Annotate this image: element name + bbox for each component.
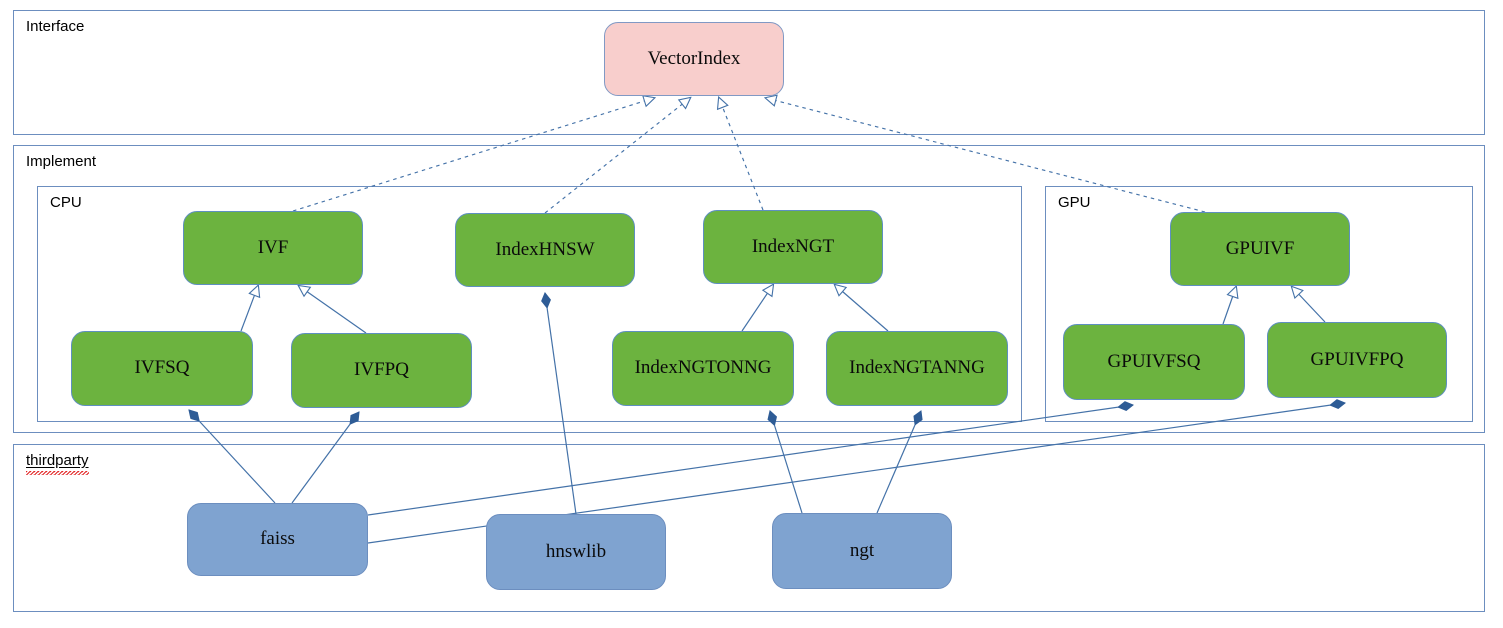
class-hnswlib-label: hnswlib — [545, 540, 607, 562]
class-indexngtonng-label: IndexNGTONNG — [634, 357, 772, 379]
class-vectorindex-label: VectorIndex — [647, 47, 741, 69]
class-gpuivf-label: GPUIVF — [1225, 237, 1295, 259]
class-gpuivf[interactable]: GPUIVF — [1170, 212, 1350, 286]
class-indexngtonng[interactable]: IndexNGTONNG — [612, 331, 794, 406]
package-gpu-label: GPU — [1058, 194, 1091, 211]
class-indexngt-label: IndexNGT — [751, 235, 835, 257]
class-hnswlib[interactable]: hnswlib — [486, 514, 666, 590]
class-indexhnsw[interactable]: IndexHNSW — [455, 213, 635, 287]
package-thirdparty-label: thirdparty — [26, 452, 89, 469]
class-gpuivfsq[interactable]: GPUIVFSQ — [1063, 324, 1245, 400]
class-gpuivfsq-label: GPUIVFSQ — [1107, 350, 1201, 372]
class-indexhnsw-label: IndexHNSW — [495, 238, 595, 260]
package-implement-label: Implement — [26, 153, 97, 170]
package-cpu-label: CPU — [50, 194, 82, 211]
class-ngt[interactable]: ngt — [772, 513, 952, 589]
spellcheck-squiggle — [26, 471, 89, 475]
class-gpuivfpq-label: GPUIVFPQ — [1310, 348, 1404, 370]
class-vectorindex[interactable]: VectorIndex — [604, 22, 784, 96]
class-indexngt[interactable]: IndexNGT — [703, 210, 883, 284]
class-ivfpq-label: IVFPQ — [354, 359, 409, 381]
class-ngt-label: ngt — [849, 539, 875, 561]
class-ivfsq-label: IVFSQ — [134, 357, 190, 379]
class-ivf[interactable]: IVF — [183, 211, 363, 285]
class-indexngtanng[interactable]: IndexNGTANNG — [826, 331, 1008, 406]
package-interface-label: Interface — [26, 18, 85, 35]
class-ivfpq[interactable]: IVFPQ — [291, 333, 472, 408]
class-gpuivfpq[interactable]: GPUIVFPQ — [1267, 322, 1447, 398]
class-faiss[interactable]: faiss — [187, 503, 368, 576]
class-faiss-label: faiss — [260, 528, 295, 550]
class-ivfsq[interactable]: IVFSQ — [71, 331, 253, 406]
class-indexngtanng-label: IndexNGTANNG — [849, 357, 985, 379]
class-ivf-label: IVF — [257, 236, 289, 258]
